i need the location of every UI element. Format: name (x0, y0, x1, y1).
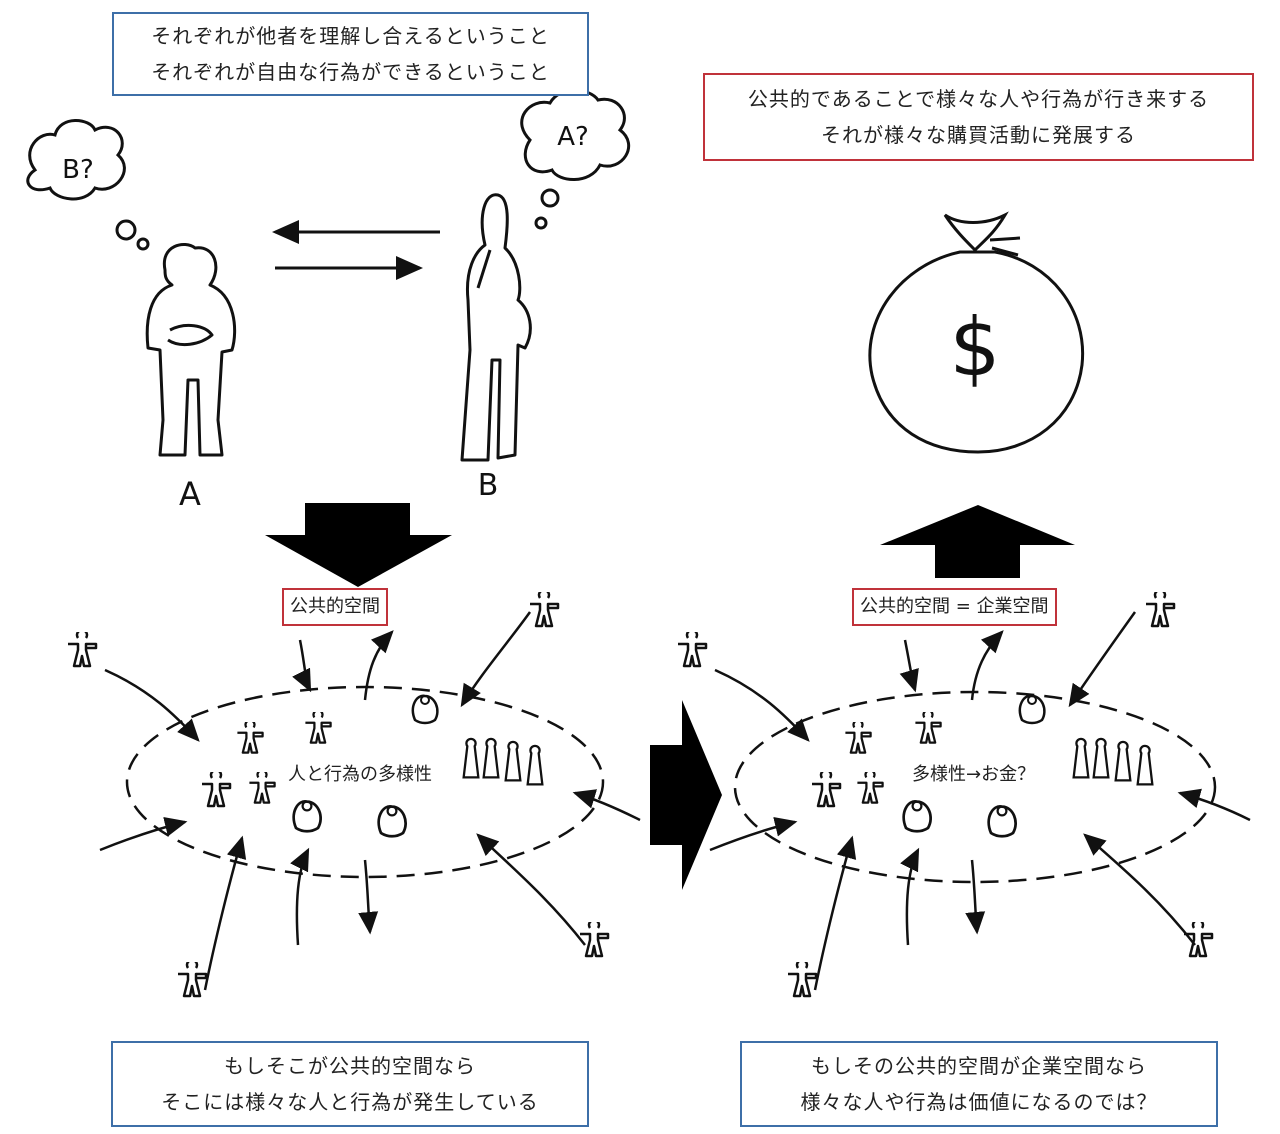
diversity-text: 人と行為の多様性 (288, 760, 432, 786)
caption-line: 公共的であることで様々な人や行為が行き来する (747, 87, 1210, 111)
thought-bubble-a: B? (26, 119, 150, 251)
person-b-figure: B (460, 193, 532, 503)
big-down-arrow (265, 503, 452, 587)
person-a-label: A (179, 475, 201, 513)
corporate-space-label: 公共的空間 = 企業空間 (852, 588, 1057, 626)
caption-line: それぞれが自由な行為ができるということ (151, 60, 550, 84)
bottom-right-caption-box: もしその公共的空間が企業空間なら 様々な人や行為は価値になるのでは？ (740, 1041, 1218, 1127)
bubble-a-text: B? (62, 155, 94, 185)
money-symbol: $ (950, 301, 1001, 394)
left-public-space (66, 592, 641, 998)
thought-bubble-b: A? (520, 88, 631, 230)
caption-line: 様々な人や行為は価値になるのでは？ (800, 1090, 1158, 1114)
big-right-arrow (650, 700, 722, 890)
diversity-to-money-text: 多様性→お金？ (912, 760, 1036, 786)
right-corporate-space (676, 592, 1251, 998)
top-right-caption-box: 公共的であることで様々な人や行為が行き来する それが様々な購買活動に発展する (703, 73, 1254, 161)
person-b-label: B (478, 468, 499, 503)
caption-line: そこには様々な人と行為が発生している (161, 1090, 539, 1114)
caption-line: それぞれが他者を理解し合えるということ (151, 24, 550, 48)
person-a-figure: A (145, 243, 237, 513)
public-space-label: 公共的空間 (282, 588, 388, 626)
caption-line: それが様々な購買活動に発展する (821, 123, 1136, 147)
big-up-arrow (880, 505, 1075, 578)
bottom-left-caption-box: もしそこが公共的空間なら そこには様々な人と行為が発生している (111, 1041, 589, 1127)
money-bag-icon: $ (868, 211, 1085, 454)
caption-line: もしそこが公共的空間なら (224, 1054, 476, 1078)
bubble-b-text: A? (557, 122, 589, 152)
caption-line: もしその公共的空間が企業空間なら (811, 1054, 1147, 1078)
top-left-caption-box: それぞれが他者を理解し合えるということ それぞれが自由な行為ができるということ (112, 12, 589, 96)
